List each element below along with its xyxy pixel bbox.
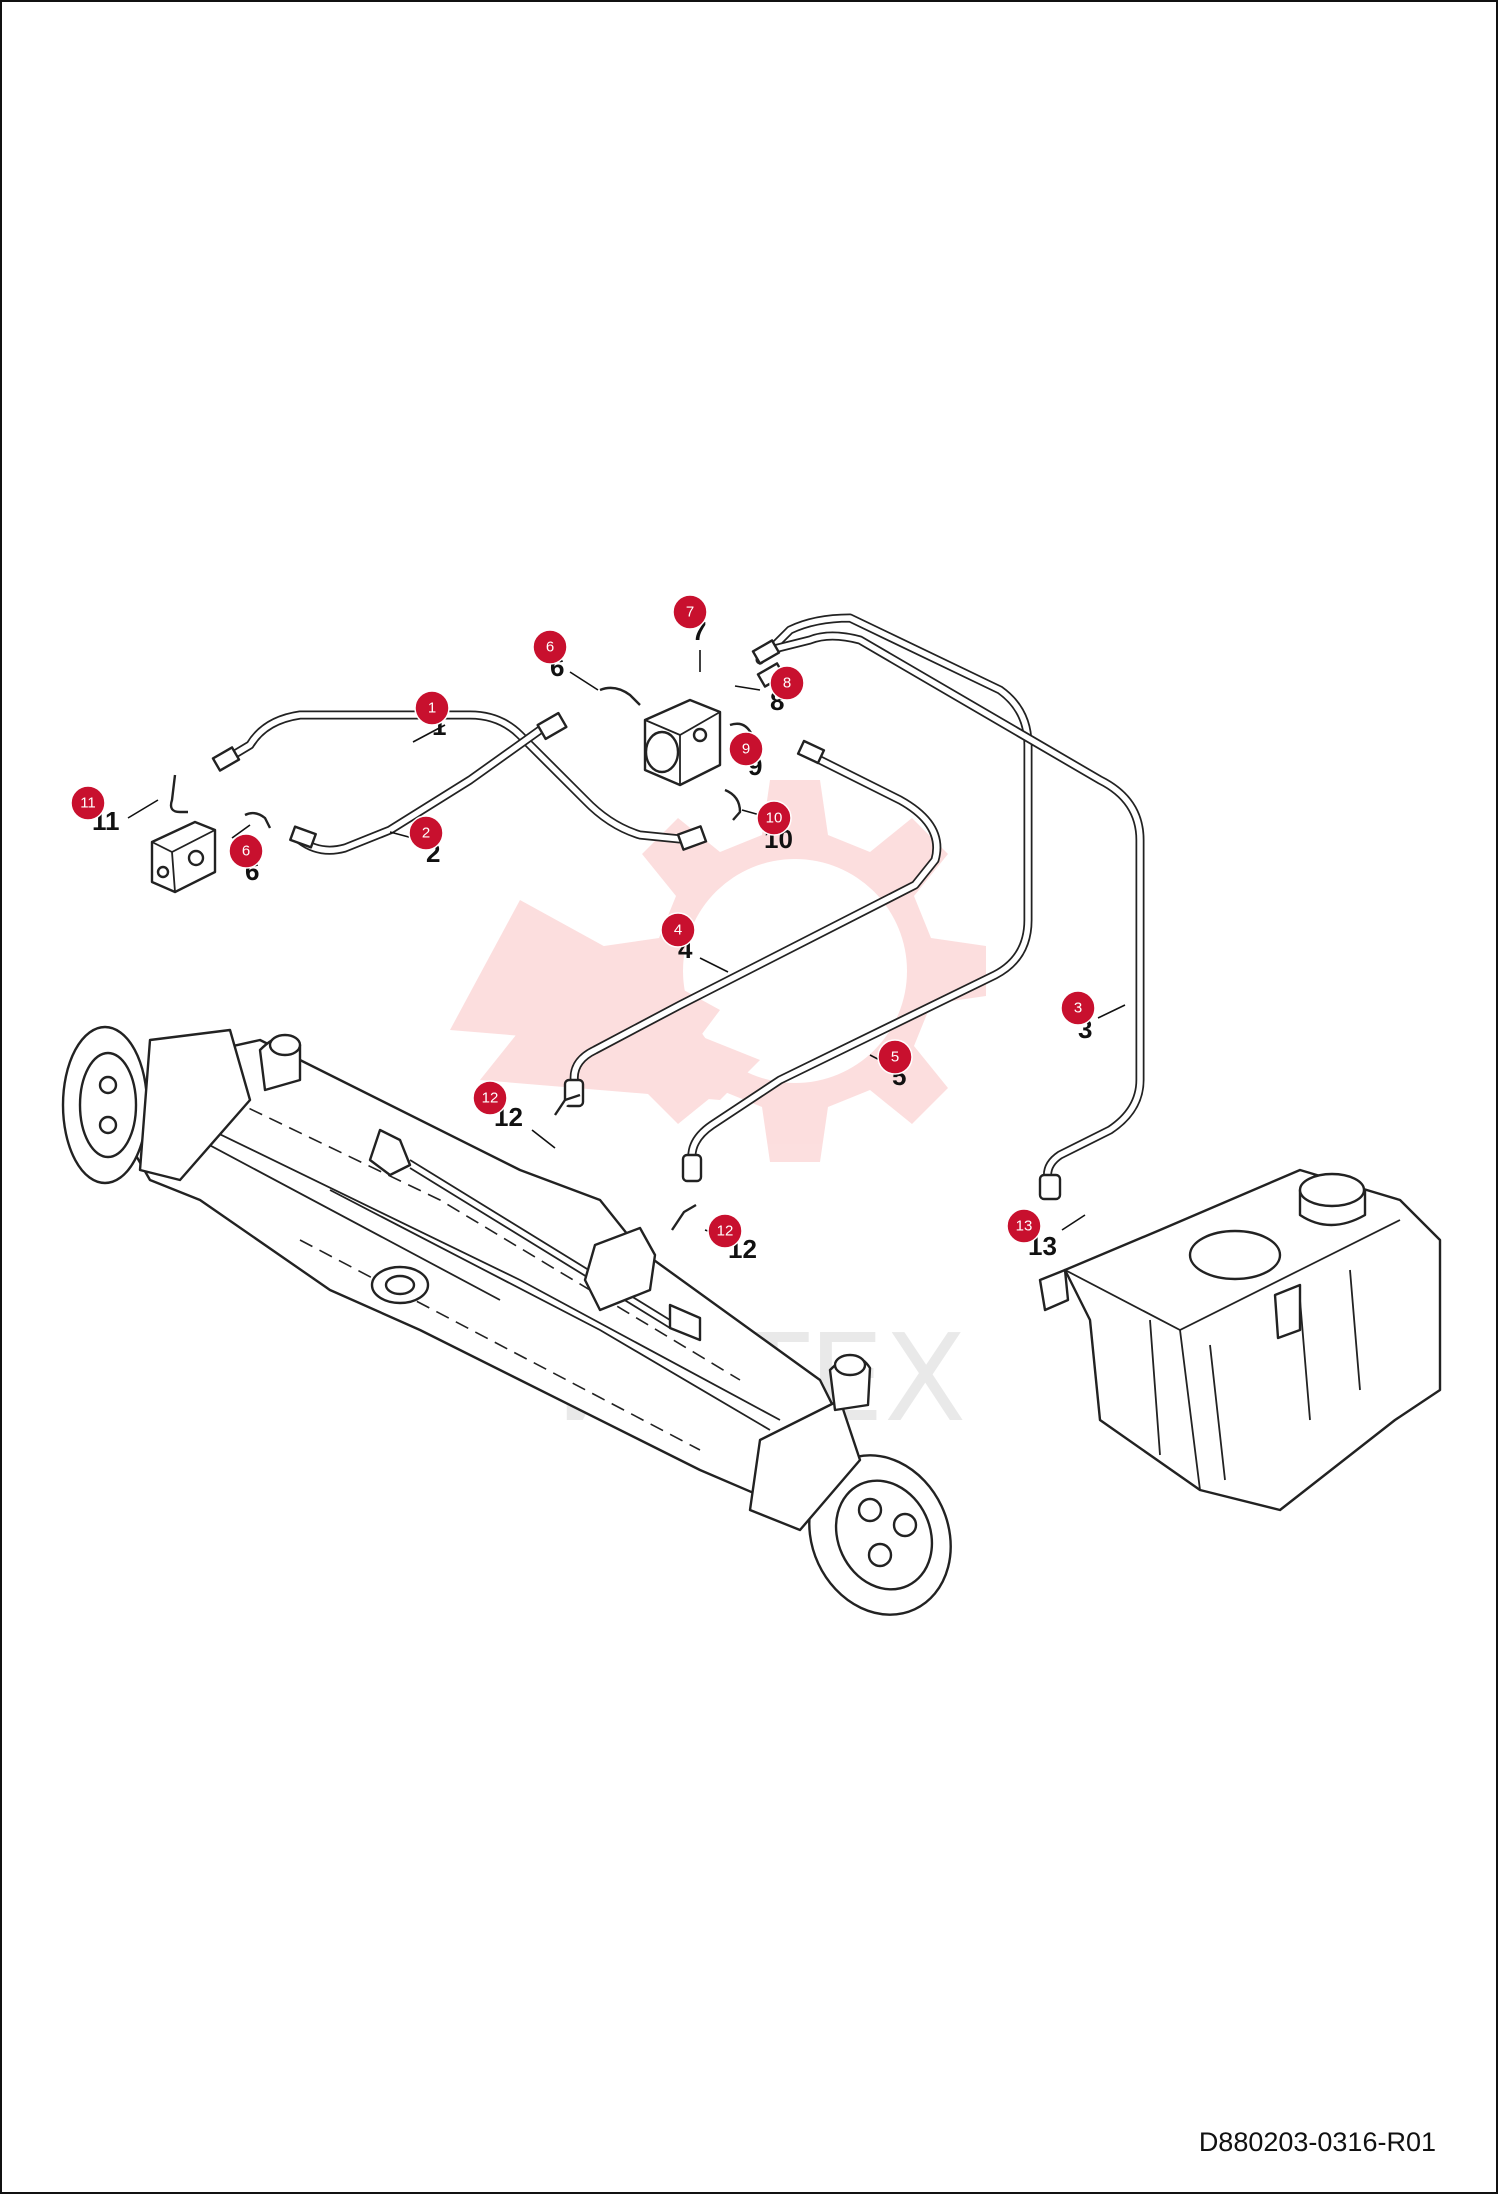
callout-10: 10 10 xyxy=(741,800,793,854)
callout-4: 4 4 xyxy=(660,912,729,973)
badge-8: 8 xyxy=(769,665,805,701)
callouts: 1 1 2 2 3 3 4 4 5 5 6 6 xyxy=(70,594,1126,1264)
callout-9: 9 9 xyxy=(728,731,764,781)
svg-text:12: 12 xyxy=(482,1090,499,1107)
svg-text:6: 6 xyxy=(242,843,250,860)
badge-6-top: 6 xyxy=(532,629,568,665)
svg-text:9: 9 xyxy=(742,741,750,758)
callout-11: 11 11 xyxy=(70,785,159,836)
svg-text:7: 7 xyxy=(686,604,694,621)
callout-6-left: 6 6 xyxy=(228,824,264,886)
badge-11: 11 xyxy=(70,785,106,821)
callout-1: 1 1 xyxy=(412,690,450,743)
svg-text:5: 5 xyxy=(891,1049,899,1066)
badge-2: 2 xyxy=(408,815,444,851)
pipes xyxy=(220,613,1145,1185)
badge-6-left: 6 xyxy=(228,833,264,869)
callout-7: 7 7 xyxy=(672,594,708,672)
steering-unit xyxy=(643,698,722,787)
badge-4: 4 xyxy=(660,912,696,948)
badge-9: 9 xyxy=(728,731,764,767)
svg-text:12: 12 xyxy=(717,1223,734,1240)
svg-text:4: 4 xyxy=(674,922,682,939)
badge-5: 5 xyxy=(877,1039,913,1075)
svg-text:10: 10 xyxy=(766,810,783,827)
callout-12-left: 12 12 xyxy=(472,1080,556,1149)
callout-6-top: 6 6 xyxy=(532,629,599,691)
callout-5: 5 5 xyxy=(869,1039,913,1091)
badge-12-left: 12 xyxy=(472,1080,508,1116)
svg-text:8: 8 xyxy=(783,675,791,692)
badge-3: 3 xyxy=(1060,990,1096,1026)
svg-text:6: 6 xyxy=(546,639,554,656)
callout-3: 3 3 xyxy=(1060,990,1126,1044)
callout-8: 8 8 xyxy=(734,665,805,716)
pipe-1 xyxy=(220,710,695,845)
badge-13: 13 xyxy=(1006,1208,1042,1244)
svg-text:13: 13 xyxy=(1016,1218,1033,1235)
watermark-logo xyxy=(450,780,986,1162)
svg-text:2: 2 xyxy=(422,825,430,842)
svg-text:3: 3 xyxy=(1074,1000,1082,1017)
callout-12-right: 12 12 xyxy=(704,1213,757,1264)
badge-10: 10 xyxy=(756,800,792,836)
drawing-code: D880203-0316-R01 xyxy=(1198,2127,1436,2157)
badge-7: 7 xyxy=(672,594,708,630)
axle-assembly xyxy=(61,1025,952,1616)
svg-text:11: 11 xyxy=(80,795,96,812)
badge-1: 1 xyxy=(414,690,450,726)
svg-text:1: 1 xyxy=(428,700,436,717)
valve-block xyxy=(150,820,217,894)
callout-2: 2 2 xyxy=(389,815,444,868)
badge-12-right: 12 xyxy=(707,1213,743,1249)
hydraulic-tank xyxy=(1038,1168,1442,1512)
callout-13: 13 13 xyxy=(1006,1208,1086,1261)
